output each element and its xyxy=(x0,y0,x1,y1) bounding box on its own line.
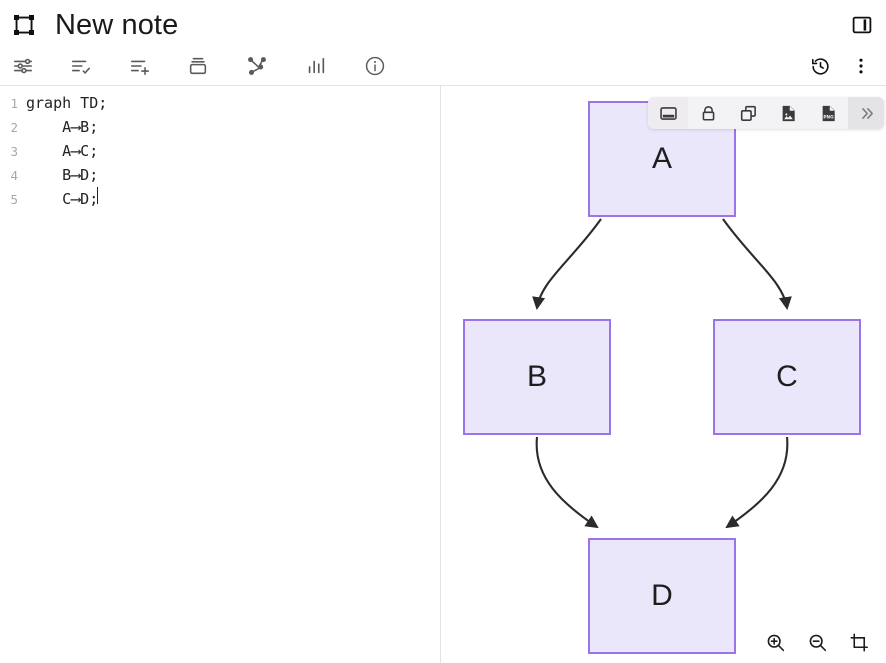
bar-chart-icon[interactable] xyxy=(301,51,331,81)
card-stack-icon[interactable] xyxy=(183,51,213,81)
sidebar-panel-icon[interactable] xyxy=(850,13,874,37)
code-line: 3 A⟶C; xyxy=(0,139,440,163)
line-number: 2 xyxy=(10,120,18,135)
flowchart-diagram: A B C D xyxy=(441,86,886,663)
lock-icon[interactable] xyxy=(688,97,728,129)
diagram-preview-pane: A B C D xyxy=(441,86,886,663)
chevron-double-right-icon[interactable] xyxy=(848,97,884,129)
graph-branch-icon[interactable] xyxy=(242,51,272,81)
code-line: 5 C⟶D; xyxy=(0,187,440,211)
code-line: 2 A⟶B; xyxy=(0,115,440,139)
line-text[interactable]: A⟶C; xyxy=(26,142,99,160)
selection-frame-icon xyxy=(11,13,37,37)
edge-a-b xyxy=(532,218,602,311)
line-text[interactable]: B⟶D; xyxy=(26,166,99,184)
diagram-action-toolbar: PNG xyxy=(648,97,884,129)
node-label: A xyxy=(651,142,672,175)
editor-toolbar xyxy=(0,48,886,85)
diagram-edges xyxy=(532,218,792,529)
edge-b-d xyxy=(535,436,599,529)
pane-divider[interactable] xyxy=(440,86,441,663)
line-number: 3 xyxy=(10,144,18,159)
code-block[interactable]: 1 graph TD; 2 A⟶B; 3 A⟶C; 4 B⟶D; 5 C⟶D; xyxy=(0,86,440,211)
line-number: 5 xyxy=(10,192,18,207)
diagram-zoom-controls xyxy=(762,629,872,655)
code-line: 1 graph TD; xyxy=(0,91,440,115)
line-number: 4 xyxy=(10,168,18,183)
code-line: 4 B⟶D; xyxy=(0,163,440,187)
task-list-check-icon[interactable] xyxy=(66,51,96,81)
zoom-out-icon[interactable] xyxy=(804,629,830,655)
node-label: B xyxy=(526,360,547,393)
text-caret xyxy=(97,187,99,204)
line-number: 1 xyxy=(10,96,18,111)
app-header: New note xyxy=(0,0,886,48)
settings-sliders-icon[interactable] xyxy=(8,51,38,81)
diagram-node-d[interactable]: D xyxy=(588,538,736,654)
line-text[interactable]: graph TD; xyxy=(26,94,108,112)
copy-duplicate-icon[interactable] xyxy=(728,97,768,129)
fit-crop-icon[interactable] xyxy=(846,629,872,655)
edge-a-c xyxy=(722,218,792,311)
history-clock-icon[interactable] xyxy=(805,51,835,81)
header-divider xyxy=(0,85,886,86)
page-title[interactable]: New note xyxy=(55,9,179,41)
image-file-icon[interactable] xyxy=(768,97,808,129)
info-circle-icon[interactable] xyxy=(360,51,390,81)
svg-text:PNG: PNG xyxy=(823,114,834,120)
presentation-screen-icon[interactable] xyxy=(648,97,688,129)
more-vertical-icon[interactable] xyxy=(846,51,876,81)
diagram-node-c[interactable]: C xyxy=(713,319,861,435)
png-file-icon[interactable]: PNG xyxy=(808,97,848,129)
diagram-node-b[interactable]: B xyxy=(463,319,611,435)
line-text[interactable]: A⟶B; xyxy=(26,118,99,136)
list-add-icon[interactable] xyxy=(125,51,155,81)
node-label: C xyxy=(776,360,798,393)
line-text[interactable]: C⟶D; xyxy=(26,190,99,208)
zoom-in-icon[interactable] xyxy=(762,629,788,655)
code-editor-pane[interactable]: 1 graph TD; 2 A⟶B; 3 A⟶C; 4 B⟶D; 5 C⟶D; xyxy=(0,86,440,663)
node-label: D xyxy=(651,579,673,612)
edge-c-d xyxy=(725,436,789,529)
